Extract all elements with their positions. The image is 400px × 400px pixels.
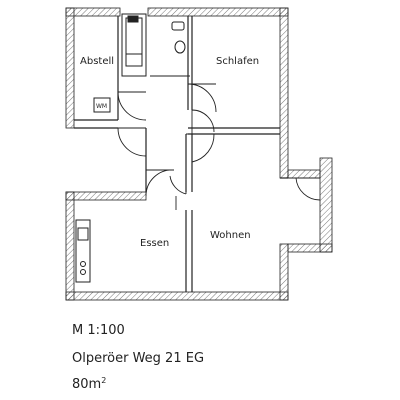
address-label: Olperöer Weg 21 EG (72, 351, 204, 366)
doors (117, 83, 321, 210)
wall-step-top (65, 191, 147, 201)
stove-burner-2-icon (80, 269, 86, 275)
area-superscript: 2 (101, 376, 106, 385)
wall-top-right (147, 7, 289, 17)
room-label-abstell: Abstell (80, 56, 114, 67)
bathroom (121, 13, 190, 77)
wall-bottom (65, 291, 289, 301)
door-schlafen (191, 109, 215, 134)
kitchen (75, 219, 91, 283)
washing-machine-icon (93, 97, 111, 113)
toilet-icon (174, 40, 186, 54)
room-label-wohnen: Wohnen (210, 230, 251, 241)
door-hall-left (117, 127, 147, 157)
stove-burner-icon (80, 261, 86, 267)
door-abstell (117, 91, 147, 121)
door-entry (169, 170, 187, 195)
wall-right-upper (279, 7, 289, 179)
door-balcony (288, 177, 321, 201)
sink-icon (77, 227, 89, 241)
washing-machine: WM (93, 97, 111, 113)
washbasin-icon (171, 21, 185, 31)
door-wohnen (186, 133, 215, 163)
exterior-walls (65, 7, 333, 301)
wall-left-lower (65, 191, 75, 301)
wall-right-lower (279, 243, 289, 301)
kitchen-counter (75, 219, 91, 283)
bath-faucet-icon (127, 15, 139, 23)
wall-bay-right (319, 157, 333, 253)
scale-label: M 1:100 (72, 323, 125, 338)
wall-left-upper (65, 7, 75, 129)
area-label: 80m2 (72, 376, 106, 392)
bathtub-inner (125, 17, 143, 67)
door-essen (145, 169, 175, 197)
room-label-schlafen: Schlafen (216, 56, 259, 67)
room-label-essen: Essen (140, 238, 169, 249)
wall-bay-top (287, 169, 321, 179)
door-bath (187, 83, 217, 113)
area-value: 80m (72, 377, 101, 392)
washing-machine-label: WM (96, 103, 107, 110)
